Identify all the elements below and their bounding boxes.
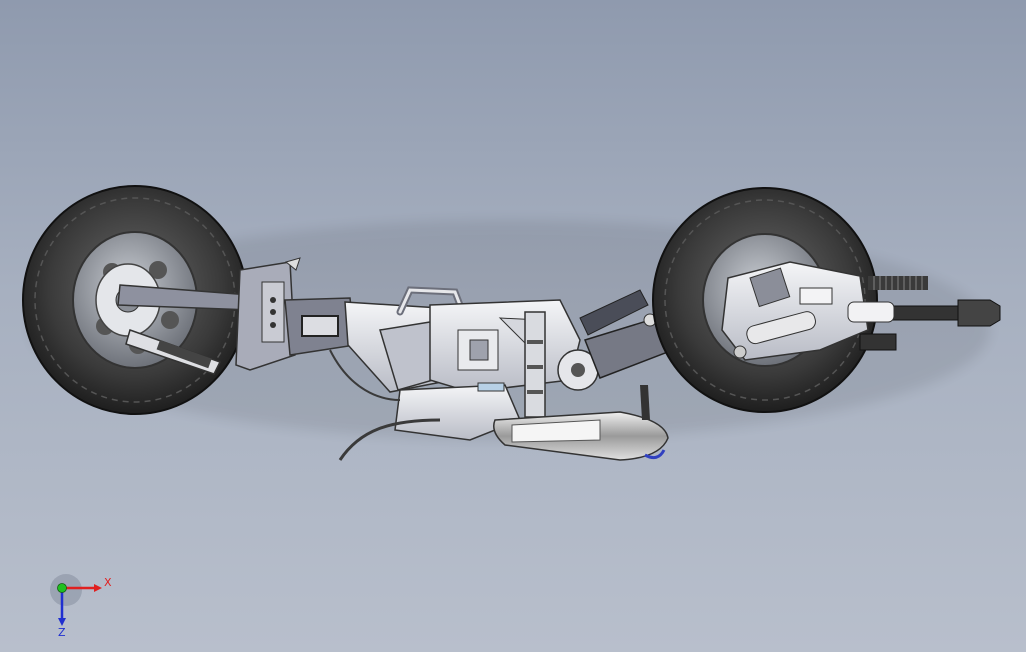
rear-rim-hole (149, 261, 167, 279)
x-axis-arrow (94, 584, 102, 592)
coordinate-triad: X Z (50, 574, 112, 638)
exhaust (493, 385, 669, 461)
z-axis-arrow (58, 618, 66, 626)
front-tire-tread (664, 199, 866, 401)
z-axis-label: Z (58, 626, 66, 638)
frame (235, 257, 599, 461)
x-axis-label: X (104, 576, 112, 589)
swing-arm (117, 284, 253, 375)
front-assembly (721, 261, 1001, 361)
rear-rim-hole (161, 311, 179, 329)
y-axis-dot (57, 583, 67, 593)
